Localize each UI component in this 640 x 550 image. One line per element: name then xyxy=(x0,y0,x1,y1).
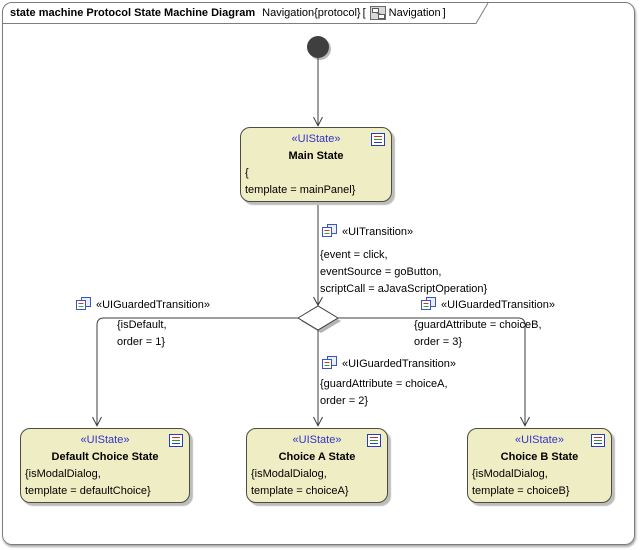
state-property: template = choiceA} xyxy=(251,485,349,497)
transition-choice-to-default[interactable] xyxy=(96,317,298,425)
arrowhead-into-choice xyxy=(313,296,323,307)
composite-element-icon xyxy=(367,434,381,447)
arrowhead-into-a xyxy=(313,416,323,427)
composite-element-icon xyxy=(591,434,605,447)
transition-label-guard-a[interactable]: «UIGuardedTransition» xyxy=(322,355,456,373)
initial-node[interactable] xyxy=(307,36,329,58)
stereotype-pages-icon xyxy=(322,223,338,241)
stereotype-label: «UIState» xyxy=(292,434,342,446)
state-machine-diagram-icon xyxy=(369,6,386,20)
arrowhead-into-b xyxy=(520,416,530,427)
transition-props-guard-b[interactable]: {guardAttribute = choiceB, order = 3} xyxy=(414,317,542,351)
arrowhead-into-main xyxy=(313,116,323,127)
state-name: Choice B State xyxy=(500,451,579,463)
transition-label-ui[interactable]: «UITransition» xyxy=(322,223,414,241)
state-property: { xyxy=(245,167,249,179)
diagram-frame xyxy=(2,2,635,545)
stereotype-label: «UIState» xyxy=(291,133,341,145)
transition-property: {guardAttribute = choiceB, xyxy=(414,319,542,331)
stereotype-pages-icon xyxy=(421,296,437,314)
state-default-choice[interactable]: «UIState» Default Choice State {isModalD… xyxy=(20,428,190,503)
title-open-bracket: [ xyxy=(362,7,366,19)
composite-element-icon xyxy=(371,133,385,146)
state-choice-a[interactable]: «UIState» Choice A State {isModalDialog,… xyxy=(246,428,388,503)
transition-property: {guardAttribute = choiceA, xyxy=(320,378,448,390)
transition-property: scriptCall = aJavaScriptOperation} xyxy=(320,283,488,295)
stereotype-text: «UIGuardedTransition» xyxy=(96,299,210,311)
transition-props-guard-a[interactable]: {guardAttribute = choiceA, order = 2} xyxy=(320,376,448,410)
state-choice-b[interactable]: «UIState» Choice B State {isModalDialog,… xyxy=(467,428,612,503)
title-close-bracket: ] xyxy=(442,7,446,19)
transition-property: order = 2} xyxy=(320,395,369,407)
state-property: {isModalDialog, xyxy=(251,468,327,480)
stereotype-pages-icon xyxy=(322,355,338,373)
transition-props-guard-default[interactable]: {isDefault, order = 1} xyxy=(117,317,167,351)
title-tab-outline xyxy=(3,2,489,24)
transition-property: {event = click, xyxy=(320,249,388,261)
diagram-title-heading: state machine Protocol State Machine Dia… xyxy=(10,7,256,19)
stereotype-label: «UIState» xyxy=(80,434,130,446)
state-property: {isModalDialog, xyxy=(25,468,101,480)
transition-props-ui[interactable]: {event = click, eventSource = goButton, … xyxy=(320,247,487,298)
title-nav-name: Navigation xyxy=(388,7,441,19)
state-name: Default Choice State xyxy=(51,451,159,463)
transition-property: {isDefault, xyxy=(117,319,167,331)
state-property: template = mainPanel} xyxy=(245,184,356,196)
diagram-title: state machine Protocol State Machine Dia… xyxy=(10,6,448,20)
state-property: template = defaultChoice} xyxy=(25,485,151,497)
state-property: template = choiceB} xyxy=(472,485,570,497)
transition-property: order = 3} xyxy=(414,336,463,348)
transition-label-guard-b[interactable]: «UIGuardedTransition» xyxy=(421,296,555,314)
stereotype-text: «UITransition» xyxy=(342,226,414,238)
stereotype-text: «UIGuardedTransition» xyxy=(342,358,456,370)
stereotype-text: «UIGuardedTransition» xyxy=(441,299,555,311)
stereotype-label: «UIState» xyxy=(515,434,564,446)
transition-label-guard-default[interactable]: «UIGuardedTransition» xyxy=(76,296,210,314)
state-name: Choice A State xyxy=(278,451,356,463)
arrowhead-into-default xyxy=(92,416,102,427)
state-property: {isModalDialog, xyxy=(472,468,548,480)
diagram-title-spec: Navigation{protocol} xyxy=(262,7,361,19)
stereotype-pages-icon xyxy=(76,296,92,314)
transition-property: eventSource = goButton, xyxy=(320,266,442,278)
composite-element-icon xyxy=(169,434,183,447)
state-main[interactable]: «UIState» Main State { template = mainPa… xyxy=(240,127,392,202)
transition-property: order = 1} xyxy=(117,336,166,348)
state-name: Main State xyxy=(288,150,344,162)
transition-choice-to-b[interactable] xyxy=(338,317,526,425)
